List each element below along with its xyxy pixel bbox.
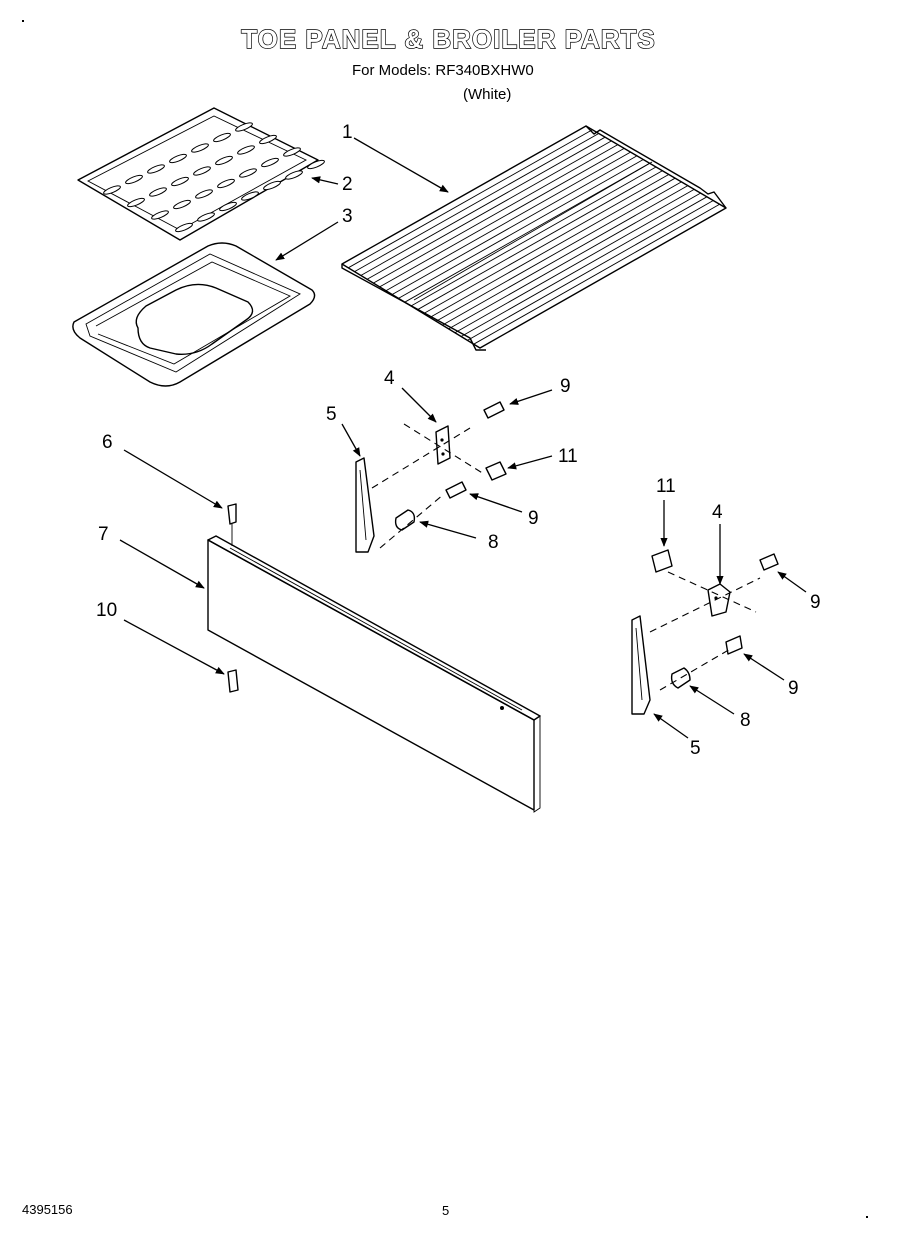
callout-10: 10 (96, 600, 117, 621)
broiler-pan (72, 242, 316, 387)
callout-6: 6 (102, 432, 113, 453)
rack-bar (360, 136, 606, 276)
grid-slot (197, 212, 215, 222)
rack-bar (366, 140, 612, 280)
callout-5: 5 (690, 738, 701, 759)
document-number: 4395156 (22, 1202, 73, 1217)
grid-slot (217, 178, 235, 189)
grid-slot (241, 191, 259, 201)
scan-speck (22, 20, 24, 22)
callout-11: 11 (656, 476, 676, 497)
grid-slot (213, 132, 231, 143)
grid-slot (147, 164, 165, 174)
grid-slot (191, 143, 209, 153)
callout-9: 9 (560, 376, 571, 397)
rack-bar (448, 188, 695, 330)
grid-slot (215, 155, 233, 166)
rack-bar (460, 196, 708, 337)
callout-5: 5 (326, 404, 337, 425)
page-number: 5 (442, 1203, 450, 1218)
grid-slot (151, 210, 169, 220)
color-variant: (White) (463, 86, 512, 103)
callout-3: 3 (342, 206, 353, 227)
scan-speck (866, 1216, 868, 1218)
rack-bar (435, 181, 682, 322)
callout-2: 2 (342, 174, 353, 195)
grid-slot (171, 176, 189, 187)
rack-bar (354, 133, 599, 273)
grid-slot (283, 147, 301, 157)
callout-4: 4 (712, 502, 723, 523)
model-subtitle: For Models: RF340BXHW0 (352, 62, 534, 79)
grid-slot (195, 189, 213, 199)
oven-rack (341, 125, 727, 351)
toe-panel-screws (227, 503, 239, 693)
callout-leaders (119, 137, 807, 739)
rack-bar (417, 170, 663, 311)
rack-bar (429, 177, 676, 318)
grid-slot (169, 153, 187, 164)
broiler-grid (77, 107, 325, 241)
callout-9: 9 (788, 678, 799, 699)
grid-slot (259, 134, 277, 145)
left-bracket-assembly (355, 401, 507, 553)
callout-4: 4 (384, 368, 395, 389)
rack-bar (391, 155, 638, 295)
rack-bar (442, 185, 689, 326)
callout-labels: 1 2 3 4 5 9 11 9 8 6 7 10 11 4 9 9 8 5 (96, 122, 821, 759)
rack-bar (348, 129, 593, 269)
callout-11: 11 (558, 446, 578, 467)
grid-slot (193, 166, 211, 176)
callout-8: 8 (740, 710, 751, 731)
grid-slot (239, 168, 257, 178)
grid-slot (125, 174, 143, 185)
rack-bar (404, 162, 650, 303)
grid-slot (219, 201, 237, 212)
grid-slot (237, 145, 255, 155)
rack-bar (467, 200, 714, 341)
grid-slot (263, 180, 281, 191)
callout-9: 9 (528, 508, 539, 529)
right-bracket-assembly (631, 549, 779, 715)
grid-slot (175, 222, 193, 233)
callout-7: 7 (98, 524, 109, 545)
rack-bar (454, 192, 701, 334)
grid-slot (285, 170, 303, 180)
rack-bar (398, 159, 644, 299)
grid-slot (235, 122, 253, 132)
grid-slot (307, 159, 325, 170)
rack-bar (423, 174, 669, 315)
callout-8: 8 (488, 532, 499, 553)
rack-bar (410, 166, 657, 307)
grid-slot (149, 187, 167, 197)
page-title: TOE PANEL & BROILER PARTS (241, 23, 656, 54)
rack-bar (385, 151, 631, 292)
callout-1: 1 (342, 122, 353, 143)
grid-slot (173, 199, 191, 210)
grid-slot (127, 197, 145, 208)
grid-slot (103, 185, 121, 195)
rack-bar (379, 147, 625, 288)
toe-panel (207, 535, 541, 813)
rack-bar (373, 144, 619, 284)
callout-9: 9 (810, 592, 821, 613)
grid-slot (261, 157, 279, 168)
rack-bar (473, 203, 720, 345)
